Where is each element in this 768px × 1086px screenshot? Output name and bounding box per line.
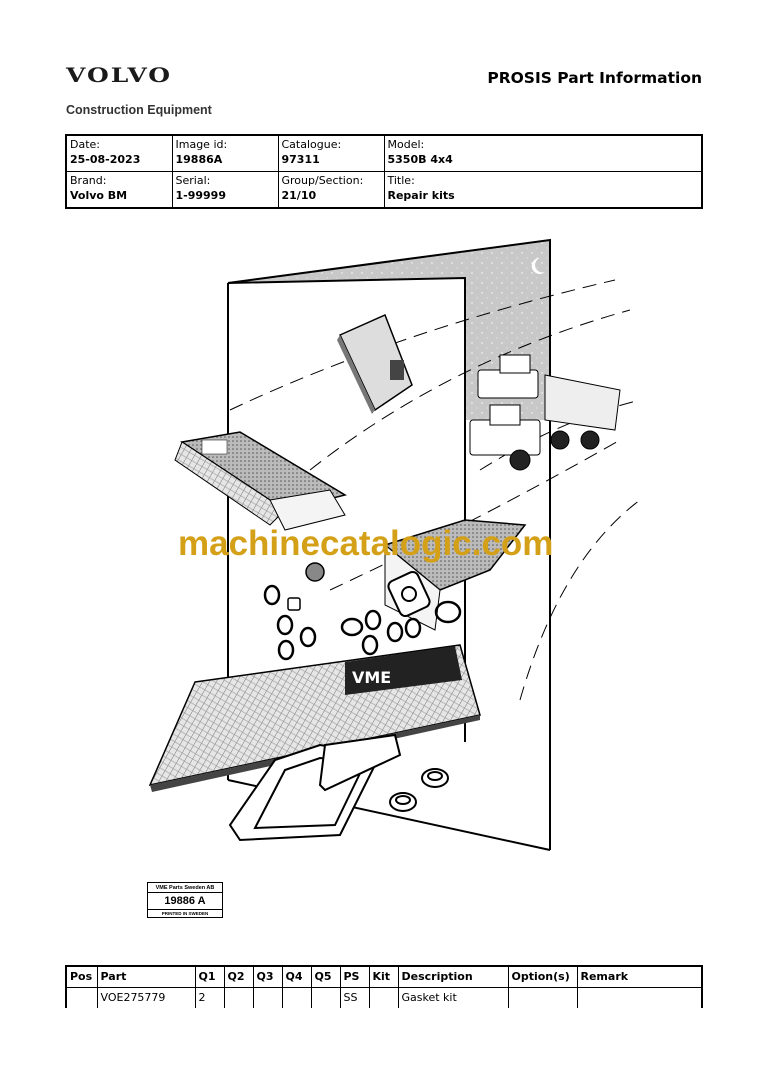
brand-subtitle: Construction Equipment xyxy=(66,103,212,117)
brand-value: Volvo BM xyxy=(70,189,128,202)
brand-label: Brand: xyxy=(70,174,107,187)
cell-description: Gasket kit xyxy=(397,987,509,1008)
exploded-view-illustration: VME xyxy=(148,238,641,851)
serial-value: 1-99999 xyxy=(175,189,227,202)
cell-pos xyxy=(65,987,98,1008)
table-row: VOE275779 2 SS Gasket kit xyxy=(65,987,703,1008)
cell-remark xyxy=(576,987,703,1008)
title-cell: Title: Repair kits xyxy=(383,171,703,209)
model-cell: Model: 5350B 4x4 xyxy=(383,134,703,172)
volvo-logo: VOLVO xyxy=(66,64,173,87)
stamp-printed: PRINTED IN SWEDEN xyxy=(161,911,209,916)
cell-q4 xyxy=(281,987,312,1008)
parts-table: Pos Part Q1 Q2 Q3 Q4 Q5 PS Kit Descripti… xyxy=(65,965,703,1008)
col-q3: Q3 xyxy=(252,966,283,988)
image-stamp: VME Parts Sweden AB 19886 A PRINTED IN S… xyxy=(147,882,223,918)
shaft-seals xyxy=(389,768,449,812)
col-description: Description xyxy=(397,966,509,988)
brand-cell: Brand: Volvo BM xyxy=(65,171,173,209)
serial-label: Serial: xyxy=(175,174,211,187)
col-part: Part xyxy=(96,966,196,988)
model-label: Model: xyxy=(387,138,425,151)
cell-part-number[interactable]: VOE275779 xyxy=(96,987,196,1008)
catalogue-label: Catalogue: xyxy=(281,138,342,151)
stamp-company: VME Parts Sweden AB xyxy=(148,883,222,893)
col-kit: Kit xyxy=(368,966,399,988)
repair-kit-box-upper xyxy=(337,313,413,414)
group-section-value: 21/10 xyxy=(281,189,317,202)
col-ps: PS xyxy=(339,966,370,988)
col-q2: Q2 xyxy=(223,966,254,988)
col-q5: Q5 xyxy=(310,966,341,988)
plate-gaskets xyxy=(228,733,402,842)
title-label: Title: xyxy=(387,174,415,187)
col-q4: Q4 xyxy=(281,966,312,988)
col-options: Option(s) xyxy=(507,966,578,988)
image-id-value: 19886A xyxy=(175,153,223,166)
flange-gasket xyxy=(387,570,431,618)
gear-and-bushing xyxy=(287,562,325,611)
svg-text:VME: VME xyxy=(352,668,391,687)
cell-q1: 2 xyxy=(194,987,225,1008)
cell-q2 xyxy=(223,987,254,1008)
stamp-image-number: 19886 A xyxy=(148,893,222,910)
serial-cell: Serial: 1-99999 xyxy=(171,171,279,209)
repair-kit-box-lower xyxy=(174,431,347,531)
catalogue-value: 97311 xyxy=(281,153,320,166)
cell-ps: SS xyxy=(339,987,370,1008)
group-section-label: Group/Section: xyxy=(281,174,364,187)
group-section-cell: Group/Section: 21/10 xyxy=(277,171,385,209)
articulated-haulers xyxy=(469,354,621,471)
catalogue-cell: Catalogue: 97311 xyxy=(277,134,385,172)
date-cell: Date: 25-08-2023 xyxy=(65,134,173,172)
col-remark: Remark xyxy=(576,966,703,988)
cell-q3 xyxy=(252,987,283,1008)
cell-q5 xyxy=(310,987,341,1008)
document-title: PROSIS Part Information xyxy=(487,69,702,87)
model-value: 5350B 4x4 xyxy=(387,153,453,166)
title-value: Repair kits xyxy=(387,189,455,202)
parts-table-header: Pos Part Q1 Q2 Q3 Q4 Q5 PS Kit Descripti… xyxy=(65,966,703,988)
date-label: Date: xyxy=(70,138,100,151)
col-pos: Pos xyxy=(65,966,98,988)
image-id-label: Image id: xyxy=(175,138,228,151)
col-q1: Q1 xyxy=(194,966,225,988)
o-rings xyxy=(263,584,462,661)
cell-kit xyxy=(368,987,399,1008)
image-id-cell: Image id: 19886A xyxy=(171,134,279,172)
document-info-table: Date: 25-08-2023 Image id: 19886A Catalogu… xyxy=(65,134,703,209)
cell-options xyxy=(507,987,578,1008)
watermark-text: machinecatalogic.com xyxy=(178,524,554,563)
date-value: 25-08-2023 xyxy=(70,153,141,166)
